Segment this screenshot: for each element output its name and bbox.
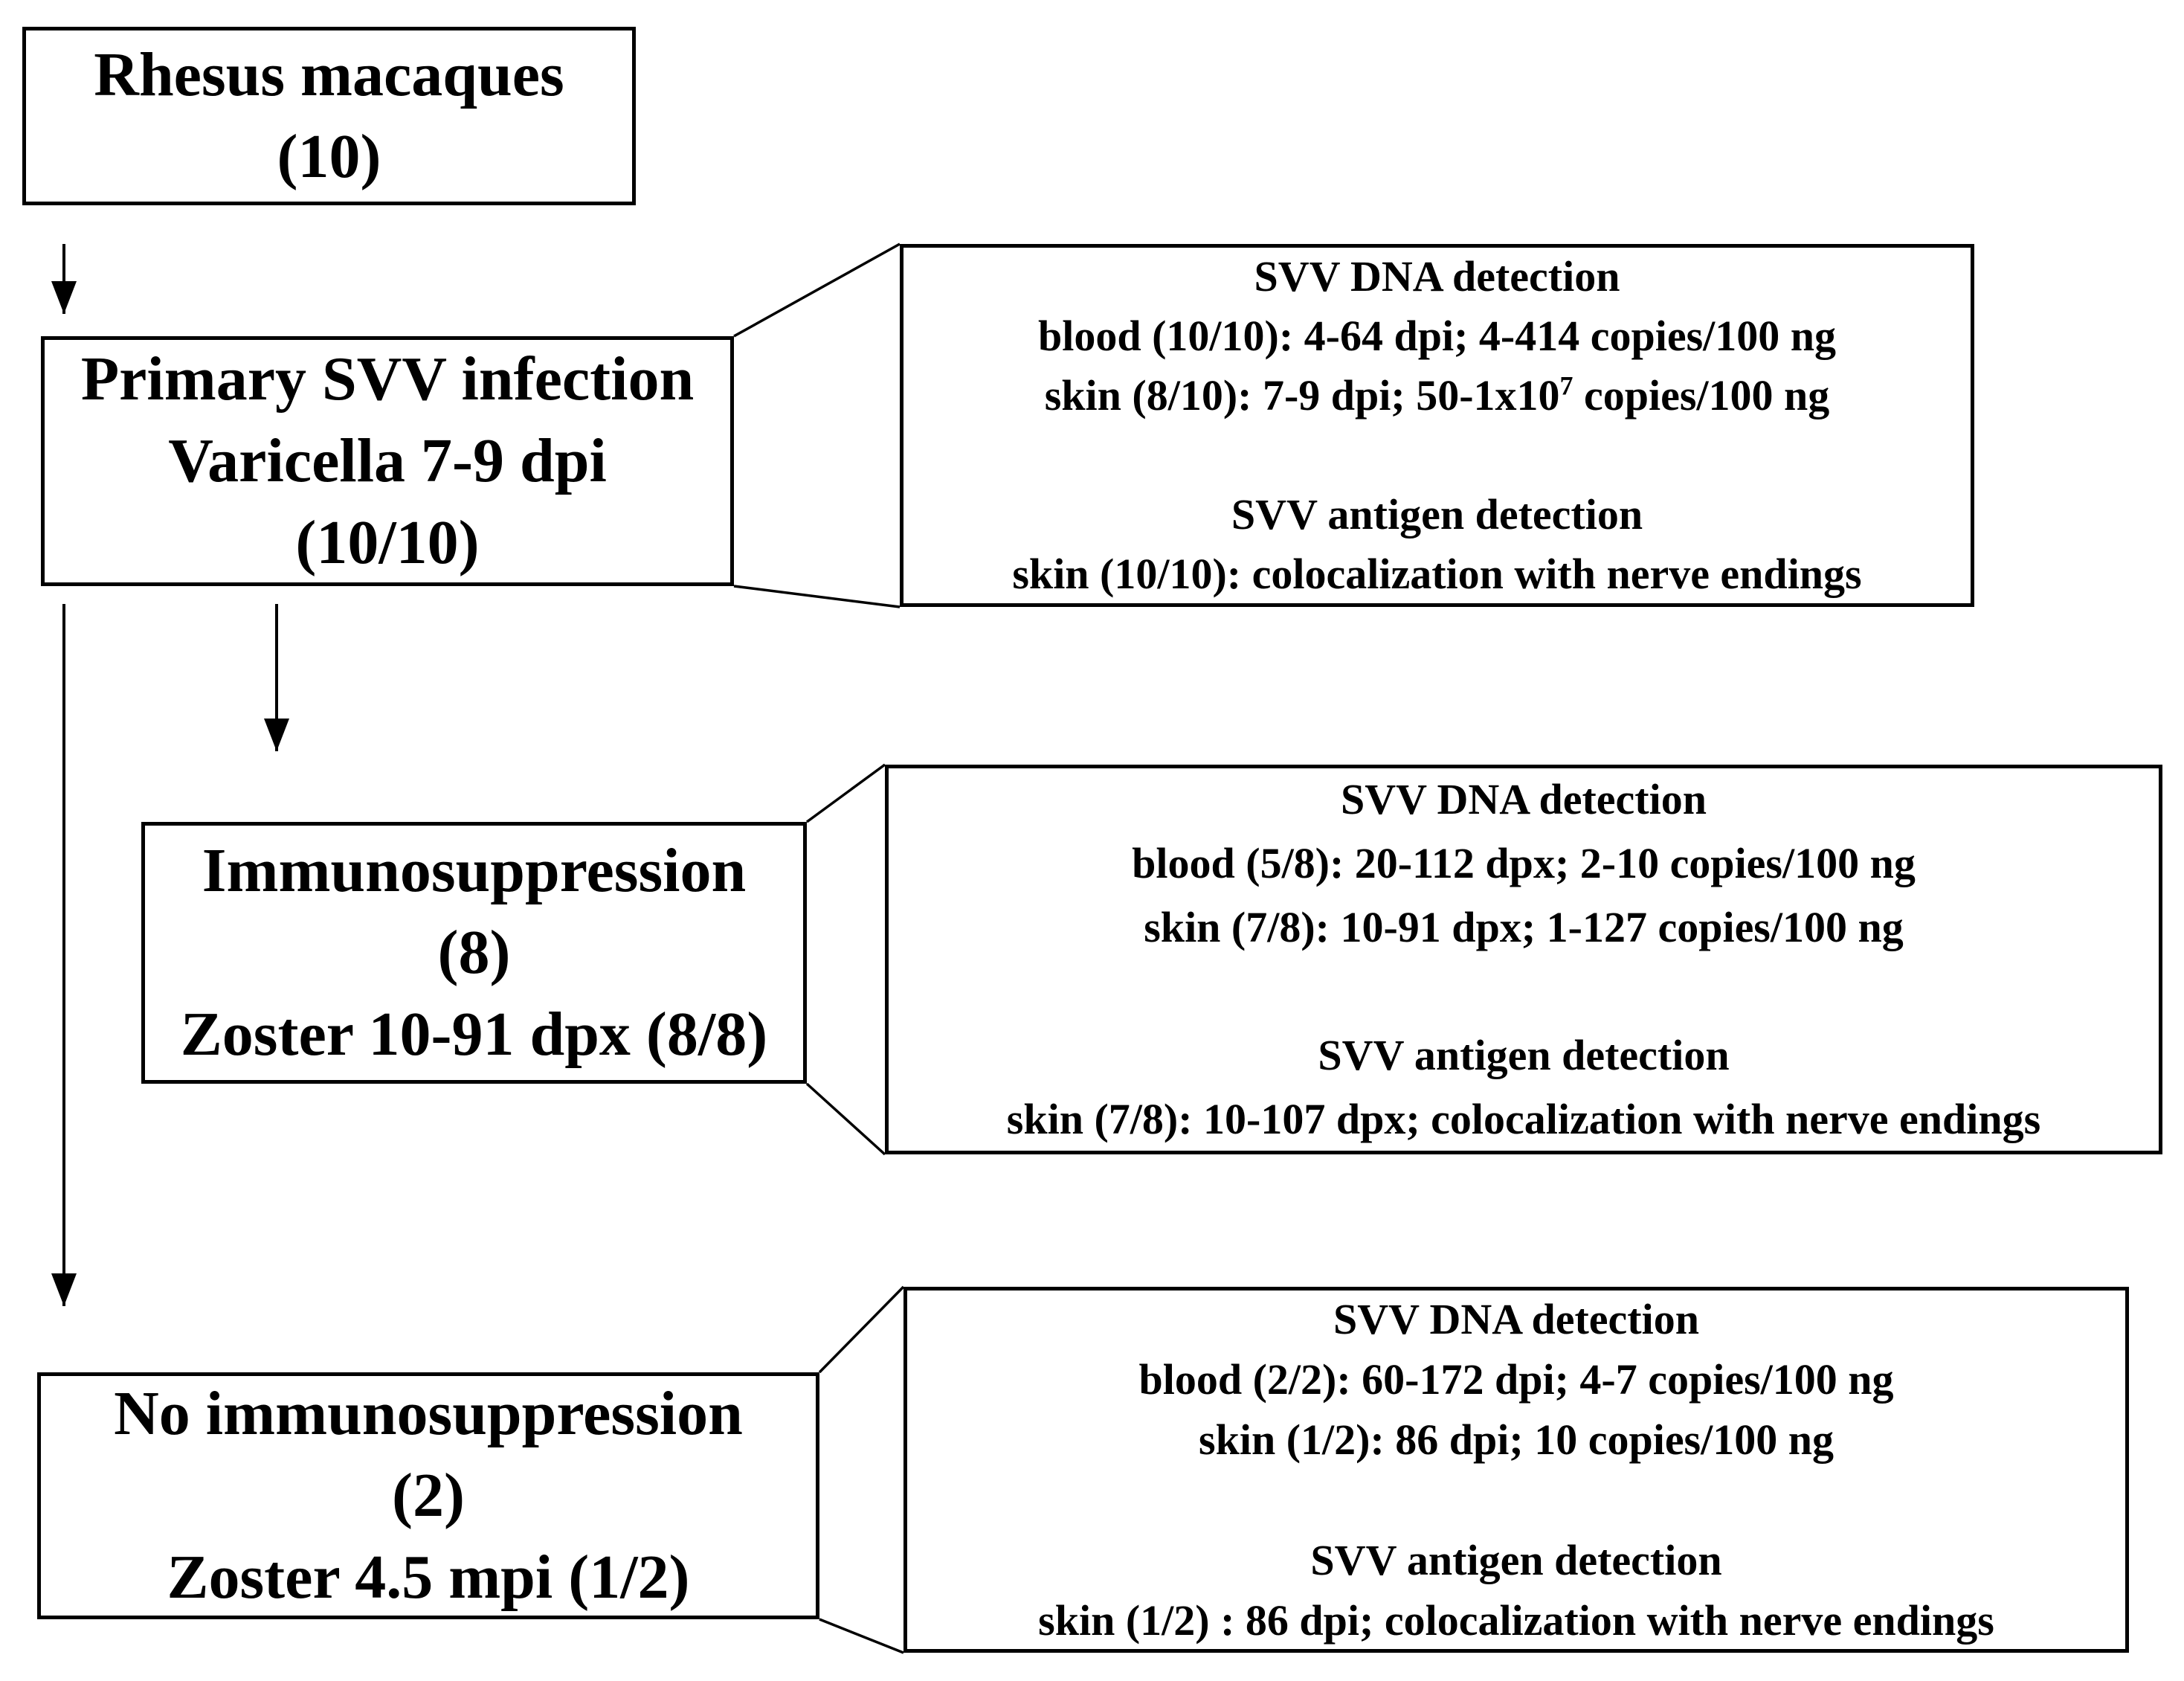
callout-bottom-line-immunosuppression <box>805 1082 886 1156</box>
dna-skin-line: skin (7/8): 10-91 dpx; 1-127 copies/100 … <box>1144 903 1904 951</box>
antigen-skin-line: skin (7/8): 10-107 dpx; colocalization w… <box>1006 1095 2041 1143</box>
antigen-heading: SVV antigen detection <box>1231 490 1643 539</box>
callout-bottom-line-no-immunosuppression <box>819 1618 904 1654</box>
box-line: Immunosuppression <box>202 836 747 905</box>
callout-top-line-primary <box>733 242 901 338</box>
dna-blood-line: blood (2/2): 60-172 dpi; 4-7 copies/100 … <box>1138 1355 1894 1404</box>
box-line: Varicella 7-9 dpi <box>168 426 607 495</box>
callout-top-line-no-immunosuppression <box>818 1285 905 1374</box>
exponent: 7 <box>1559 370 1573 401</box>
box-line: Rhesus macaques <box>94 40 564 109</box>
detail-box-primary: SVV DNA detection blood (10/10): 4-64 dp… <box>900 244 1974 607</box>
dna-skin-line: skin (8/10): 7-9 dpi; 50-1x107 copies/10… <box>1045 366 1830 425</box>
box-line: Primary SVV infection <box>80 344 695 414</box>
box-line: Zoster 10-91 dpx (8/8) <box>180 1000 768 1069</box>
antigen-skin-line: skin (1/2) : 86 dpi; colocalization with… <box>1038 1596 1994 1645</box>
dna-heading: SVV DNA detection <box>1333 1295 1699 1343</box>
box-line: No immunosuppression <box>114 1379 743 1448</box>
box-no-immunosuppression: No immunosuppression (2) Zoster 4.5 mpi … <box>37 1372 819 1619</box>
box-line: (2) <box>392 1461 465 1530</box>
box-rhesus-macaques: Rhesus macaques (10) <box>22 27 636 205</box>
box-primary-svv-infection: Primary SVV infection Varicella 7-9 dpi … <box>41 336 734 586</box>
dna-blood-line: blood (5/8): 20-112 dpx; 2-10 copies/100… <box>1132 839 1916 887</box>
antigen-skin-line: skin (10/10): colocalization with nerve … <box>1012 550 1862 598</box>
dna-heading: SVV DNA detection <box>1254 252 1620 300</box>
dna-heading: SVV DNA detection <box>1341 775 1707 823</box>
callout-bottom-line-primary <box>733 585 901 608</box>
box-line: Zoster 4.5 mpi (1/2) <box>167 1543 690 1612</box>
detail-box-immunosuppression: SVV DNA detection blood (5/8): 20-112 dp… <box>885 765 2162 1154</box>
detail-box-no-immunosuppression: SVV DNA detection blood (2/2): 60-172 dp… <box>903 1287 2129 1653</box>
box-line: (10/10) <box>295 508 480 577</box>
box-line: (8) <box>437 918 511 987</box>
box-immunosuppression: Immunosuppression (8) Zoster 10-91 dpx (… <box>141 822 807 1084</box>
dna-skin-line: skin (1/2): 86 dpi; 10 copies/100 ng <box>1199 1415 1834 1464</box>
callout-top-line-immunosuppression <box>805 763 886 823</box>
antigen-heading: SVV antigen detection <box>1318 1031 1730 1079</box>
antigen-heading: SVV antigen detection <box>1310 1536 1722 1584</box>
dna-blood-line: blood (10/10): 4-64 dpi; 4-414 copies/10… <box>1037 312 1837 360</box>
box-line: (10) <box>277 122 381 191</box>
dna-skin-line-text: copies/100 ng <box>1573 371 1830 420</box>
dna-skin-line-text: skin (8/10): 7-9 dpi; 50-1x10 <box>1044 371 1560 420</box>
